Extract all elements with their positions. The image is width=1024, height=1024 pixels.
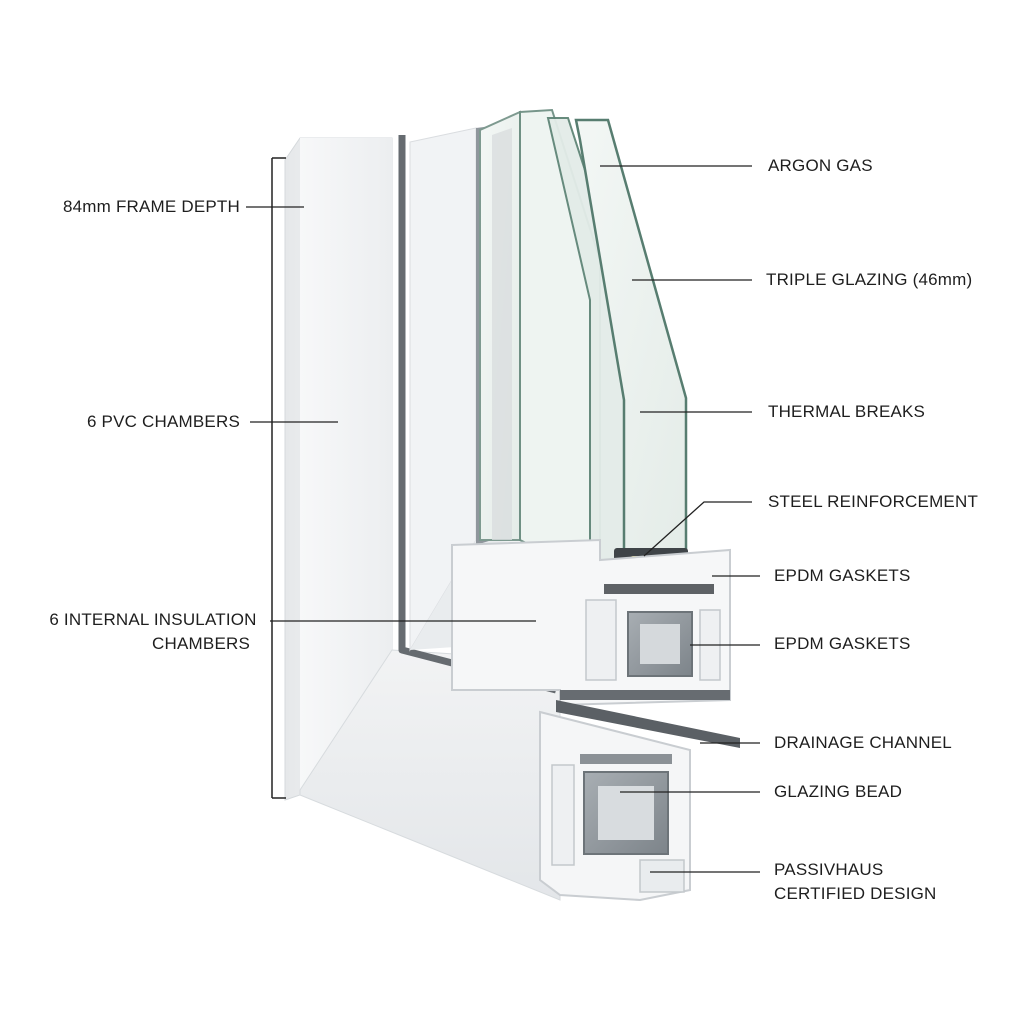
label-epdm-gaskets-2: EPDM GASKETS: [774, 634, 911, 653]
label-triple-glazing: TRIPLE GLAZING (46mm): [766, 270, 973, 289]
label-pvc-chambers: 6 PVC CHAMBERS: [86, 412, 240, 431]
label-passivhaus-line1: PASSIVHAUS: [774, 860, 884, 879]
label-thermal-breaks: THERMAL BREAKS: [768, 402, 926, 421]
pvc-frame-outer: [284, 137, 561, 901]
label-argon-gas: ARGON GAS: [768, 156, 873, 175]
label-insulation-line1: 6 INTERNAL INSULATION: [49, 610, 257, 629]
label-frame-depth: 84mm FRAME DEPTH: [63, 197, 240, 216]
lower-frame-profile: [539, 710, 691, 902]
label-epdm-gaskets-1: EPDM GASKETS: [774, 566, 911, 585]
label-passivhaus-line2: CERTIFIED DESIGN: [774, 884, 937, 903]
triple-glazing-panes: [479, 108, 691, 571]
label-insulation-line2: CHAMBERS: [152, 634, 250, 653]
label-glazing-bead: GLAZING BEAD: [774, 782, 903, 801]
leader-steel-reinforcement: [643, 501, 752, 557]
leader-lines: [246, 165, 760, 873]
label-drainage-channel: DRAINAGE CHANNEL: [774, 733, 952, 752]
label-insulation-chambers: 6 INTERNAL INSULATION CHAMBERS: [40, 608, 266, 656]
lower-sash-profile: [451, 538, 731, 707]
label-passivhaus: PASSIVHAUS CERTIFIED DESIGN: [774, 858, 994, 906]
drainage-channel: [556, 700, 740, 748]
label-steel-reinforcement: STEEL REINFORCEMENT: [768, 492, 979, 511]
frame-depth-dimension-bracket: [271, 157, 286, 799]
